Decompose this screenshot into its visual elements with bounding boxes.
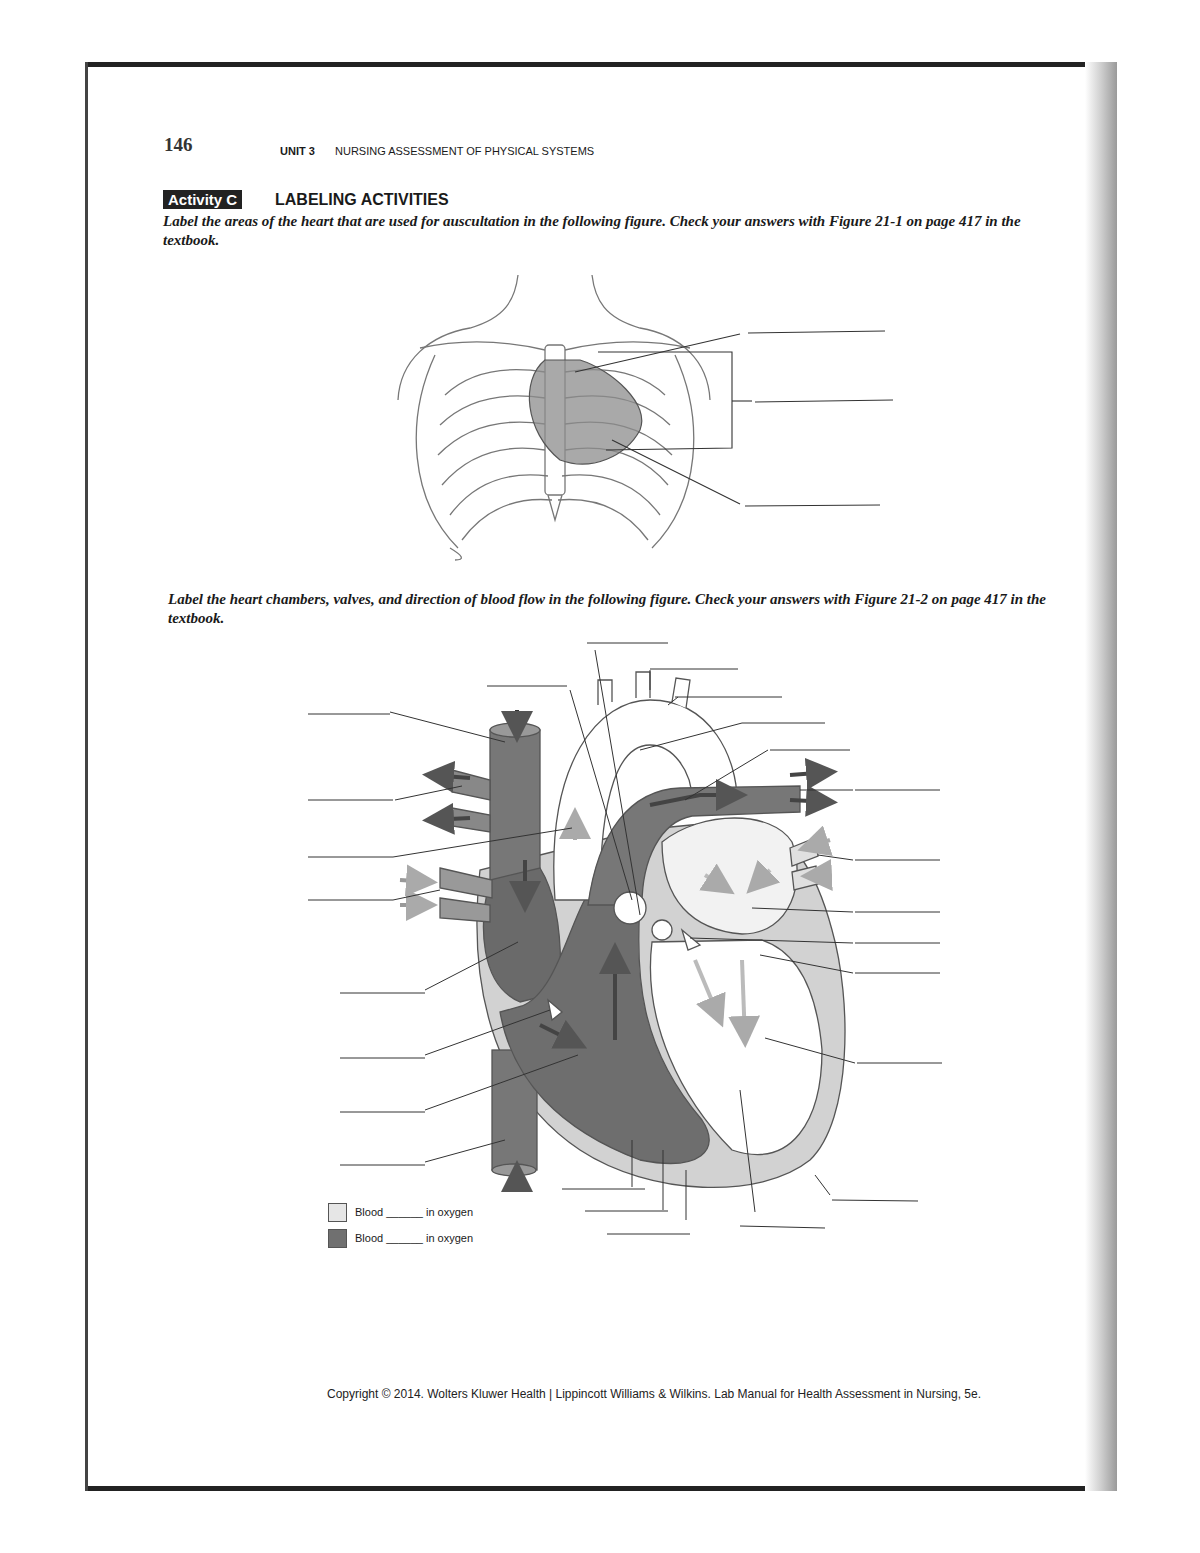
page-number: 146 — [164, 134, 193, 156]
running-header: NURSING ASSESSMENT OF PHYSICAL SYSTEMS — [335, 145, 594, 157]
legend-swatch — [328, 1203, 347, 1222]
auscultation-leaders — [575, 334, 752, 504]
blank-answer-lines — [745, 331, 893, 506]
legend-text: Blood ______ in oxygen — [355, 1204, 473, 1220]
legend-swatch — [328, 1229, 347, 1248]
unit-label: UNIT 3 — [280, 145, 315, 157]
blood-flow-arrows — [400, 710, 830, 1190]
legend-text: Blood ______ in oxygen — [355, 1230, 473, 1246]
instruction: Label the heart chambers, valves, and di… — [168, 590, 1083, 628]
blank-answer-lines — [308, 643, 942, 1234]
copyright-note: Copyright © 2014. Wolters Kluwer Health … — [327, 1387, 981, 1401]
activity-tag: Activity C — [163, 190, 242, 209]
page-edges — [85, 62, 1117, 1491]
heart-outline — [529, 360, 641, 464]
section-title: LABELING ACTIVITIES — [275, 191, 449, 209]
chest-illustration — [398, 275, 710, 560]
heart-leader-lines — [390, 650, 855, 1220]
heart-illustration — [440, 672, 845, 1187]
instruction: Label the areas of the heart that are us… — [163, 212, 1078, 250]
